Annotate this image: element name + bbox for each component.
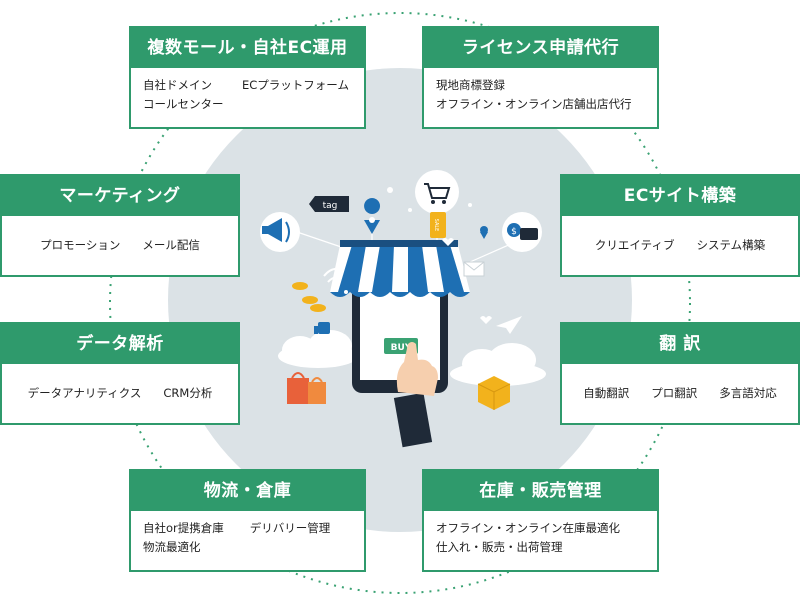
service-card-license: ライセンス申請代行 現地商標登録 オフライン・オンライン店舗出店代行 [422,26,659,129]
service-item: データアナリティクス [27,386,142,400]
service-item: デリバリー管理 [249,521,331,535]
mail-icon [463,261,485,277]
cloud-left [278,330,358,368]
sale-tag-icon: SALE [430,212,446,238]
service-item: 多言語対応 [719,386,777,400]
service-card-data: データ解析 データアナリティクス CRM分析 [0,322,240,425]
credit-card-icon: $ [502,212,542,252]
tag-icon: tag [309,196,349,212]
service-item: プロモーション [40,238,121,252]
service-item: CRM分析 [163,386,213,400]
sale-label: SALE [433,219,439,232]
service-item: ECプラットフォーム [242,78,349,92]
wifi-icon [323,267,343,283]
service-item: 物流最適化 [143,540,201,554]
location-pin-icon-small [480,226,488,239]
paper-plane-icon [496,316,522,334]
service-card-multi-ec: 複数モール・自社EC運用 自社ドメイン ECプラットフォーム コールセンター [129,26,366,129]
service-title: ECサイト構築 [562,176,798,216]
megaphone-icon [260,212,300,252]
service-title: 複数モール・自社EC運用 [131,28,364,68]
service-item: システム構築 [696,238,766,252]
tag-label: tag [323,201,338,211]
thumbs-up-icon [314,322,330,334]
service-item: オフライン・オンライン在庫最適化 [436,521,620,535]
heart-icon-2 [480,316,492,324]
service-card-inventory: 在庫・販売管理 オフライン・オンライン在庫最適化 仕入れ・販売・出荷管理 [422,469,659,572]
store-awning [330,240,470,297]
service-card-logistics: 物流・倉庫 自社or提携倉庫 デリバリー管理 物流最適化 [129,469,366,572]
heart-icon [442,238,454,246]
service-item: 現地商標登録 [436,78,505,92]
location-pin-icon [364,198,381,234]
service-title: 翻 訳 [562,324,798,364]
service-item: 自社ドメイン [143,78,212,92]
service-title: 在庫・販売管理 [424,471,657,511]
service-card-ec-site: ECサイト構築 クリエイティブ システム構築 [560,174,800,277]
service-item: オフライン・オンライン店舗出店代行 [436,97,632,111]
service-item: プロ翻訳 [651,386,698,400]
dotted-ring [109,12,691,594]
buy-label: BUY [391,343,412,353]
service-title: データ解析 [2,324,238,364]
service-title: ライセンス申請代行 [424,28,657,68]
shopping-bag-icon [287,372,326,404]
service-title: マーケティング [2,176,238,216]
box-icon [477,376,511,410]
service-card-marketing: マーケティング プロモーション メール配信 [0,174,240,277]
service-title: 物流・倉庫 [131,471,364,511]
service-item: クリエイティブ [594,238,675,252]
service-item: 仕入れ・販売・出荷管理 [436,540,563,554]
cloud-right [450,343,546,386]
shopping-cart-icon [415,170,459,214]
svg-text:$: $ [511,227,517,237]
service-item: メール配信 [142,238,200,252]
service-item: 自動翻訳 [583,386,630,400]
service-item: コールセンター [143,97,224,111]
hand-icon [393,342,438,448]
service-card-translation: 翻 訳 自動翻訳 プロ翻訳 多言語対応 [560,322,800,425]
service-item: 自社or提携倉庫 [143,521,224,535]
coin-icon [292,282,326,312]
